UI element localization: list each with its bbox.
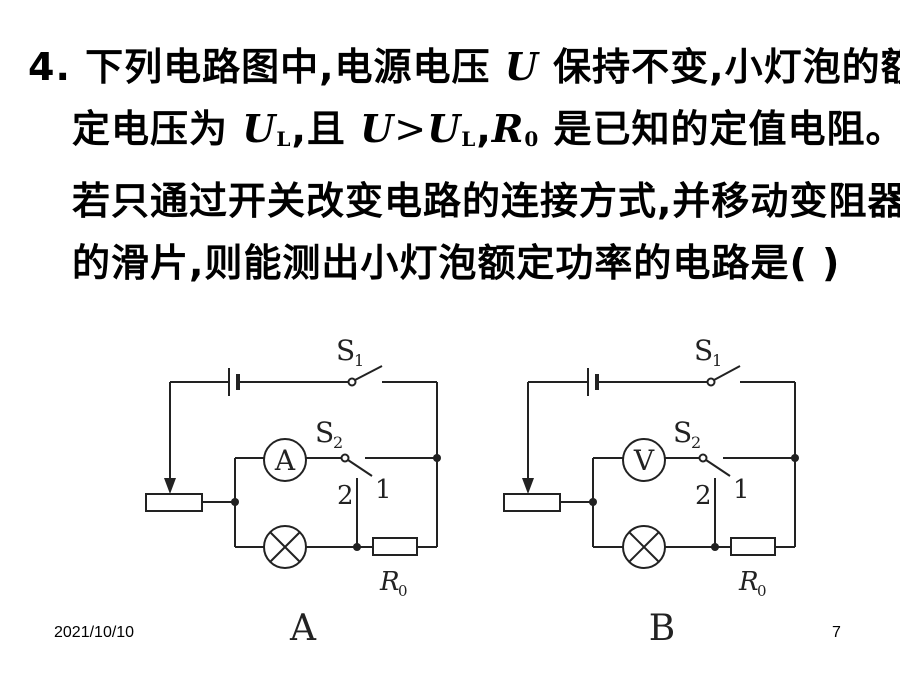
r0-sub: 0: [757, 582, 767, 600]
junction: [353, 543, 361, 551]
circuit-a: [145, 365, 441, 569]
circuit-b: [503, 365, 799, 569]
junction: [433, 454, 441, 462]
caption-a: A: [289, 608, 317, 649]
resistor-r0: [372, 537, 418, 556]
r0-label: R: [738, 567, 759, 597]
junction: [711, 543, 719, 551]
switch-s1-pivot: [706, 377, 716, 387]
circuit-a-labels: S 1 S 2 A 1 2 R 0 A: [274, 334, 408, 649]
terminal-2-label: 2: [695, 481, 712, 511]
switch-s2-blade: [347, 459, 373, 477]
s1-label: S: [336, 334, 355, 367]
ammeter: [263, 438, 307, 482]
terminal-2-label: 2: [337, 481, 354, 511]
terminal-1-label: 1: [375, 475, 392, 505]
junction: [791, 454, 799, 462]
slide-date: 2021/10/10: [54, 624, 135, 641]
switch-s1-blade: [713, 365, 741, 381]
lamp-cross: [269, 531, 301, 563]
s1-sub: 1: [354, 351, 364, 370]
question-line-1: 4. 下列电路图中,电源电压 U 保持不变,小灯泡的额: [28, 44, 900, 89]
rheostat: [503, 493, 561, 512]
slider-arrow-icon: [522, 478, 534, 494]
question-line-3: 若只通过开关改变电路的连接方式,并移动变阻器: [72, 179, 900, 223]
s2-label: S: [673, 416, 692, 449]
switch-s1-pivot: [347, 377, 357, 387]
switch-s1-blade: [354, 365, 383, 381]
switch-s2-pivot: [340, 453, 350, 463]
caption-b: B: [649, 608, 675, 649]
voltmeter-label: V: [633, 444, 655, 477]
s2-sub: 2: [333, 433, 343, 452]
slide-page-number: 7: [832, 624, 841, 641]
rheostat: [145, 493, 203, 512]
question-text: 4. 下列电路图中,电源电压 U 保持不变,小灯泡的额 定电压为 UL,且 U>…: [28, 36, 900, 294]
slider-arrow-icon: [164, 478, 176, 494]
circuit-b-labels: S 1 S 2 V 1 2 R 0 B: [633, 334, 767, 649]
voltmeter: [622, 438, 666, 482]
ammeter-label: A: [274, 444, 296, 477]
terminal-1-label: 1: [733, 475, 750, 505]
switch-s2-blade: [705, 459, 731, 477]
s2-label: S: [315, 416, 334, 449]
s1-label: S: [694, 334, 713, 367]
question-number: 4.: [28, 45, 71, 89]
question-line-4: 的滑片,则能测出小灯泡额定功率的电路是( ): [72, 241, 841, 285]
s2-sub: 2: [691, 433, 701, 452]
s1-sub: 1: [712, 351, 722, 370]
r0-sub: 0: [398, 582, 408, 600]
r0-label: R: [379, 567, 400, 597]
lamp-cross: [628, 531, 660, 563]
question-line-2: 定电压为 UL,且 U>UL,R0 是已知的定值电阻。: [72, 106, 900, 151]
switch-s2-pivot: [698, 453, 708, 463]
resistor-r0: [730, 537, 776, 556]
